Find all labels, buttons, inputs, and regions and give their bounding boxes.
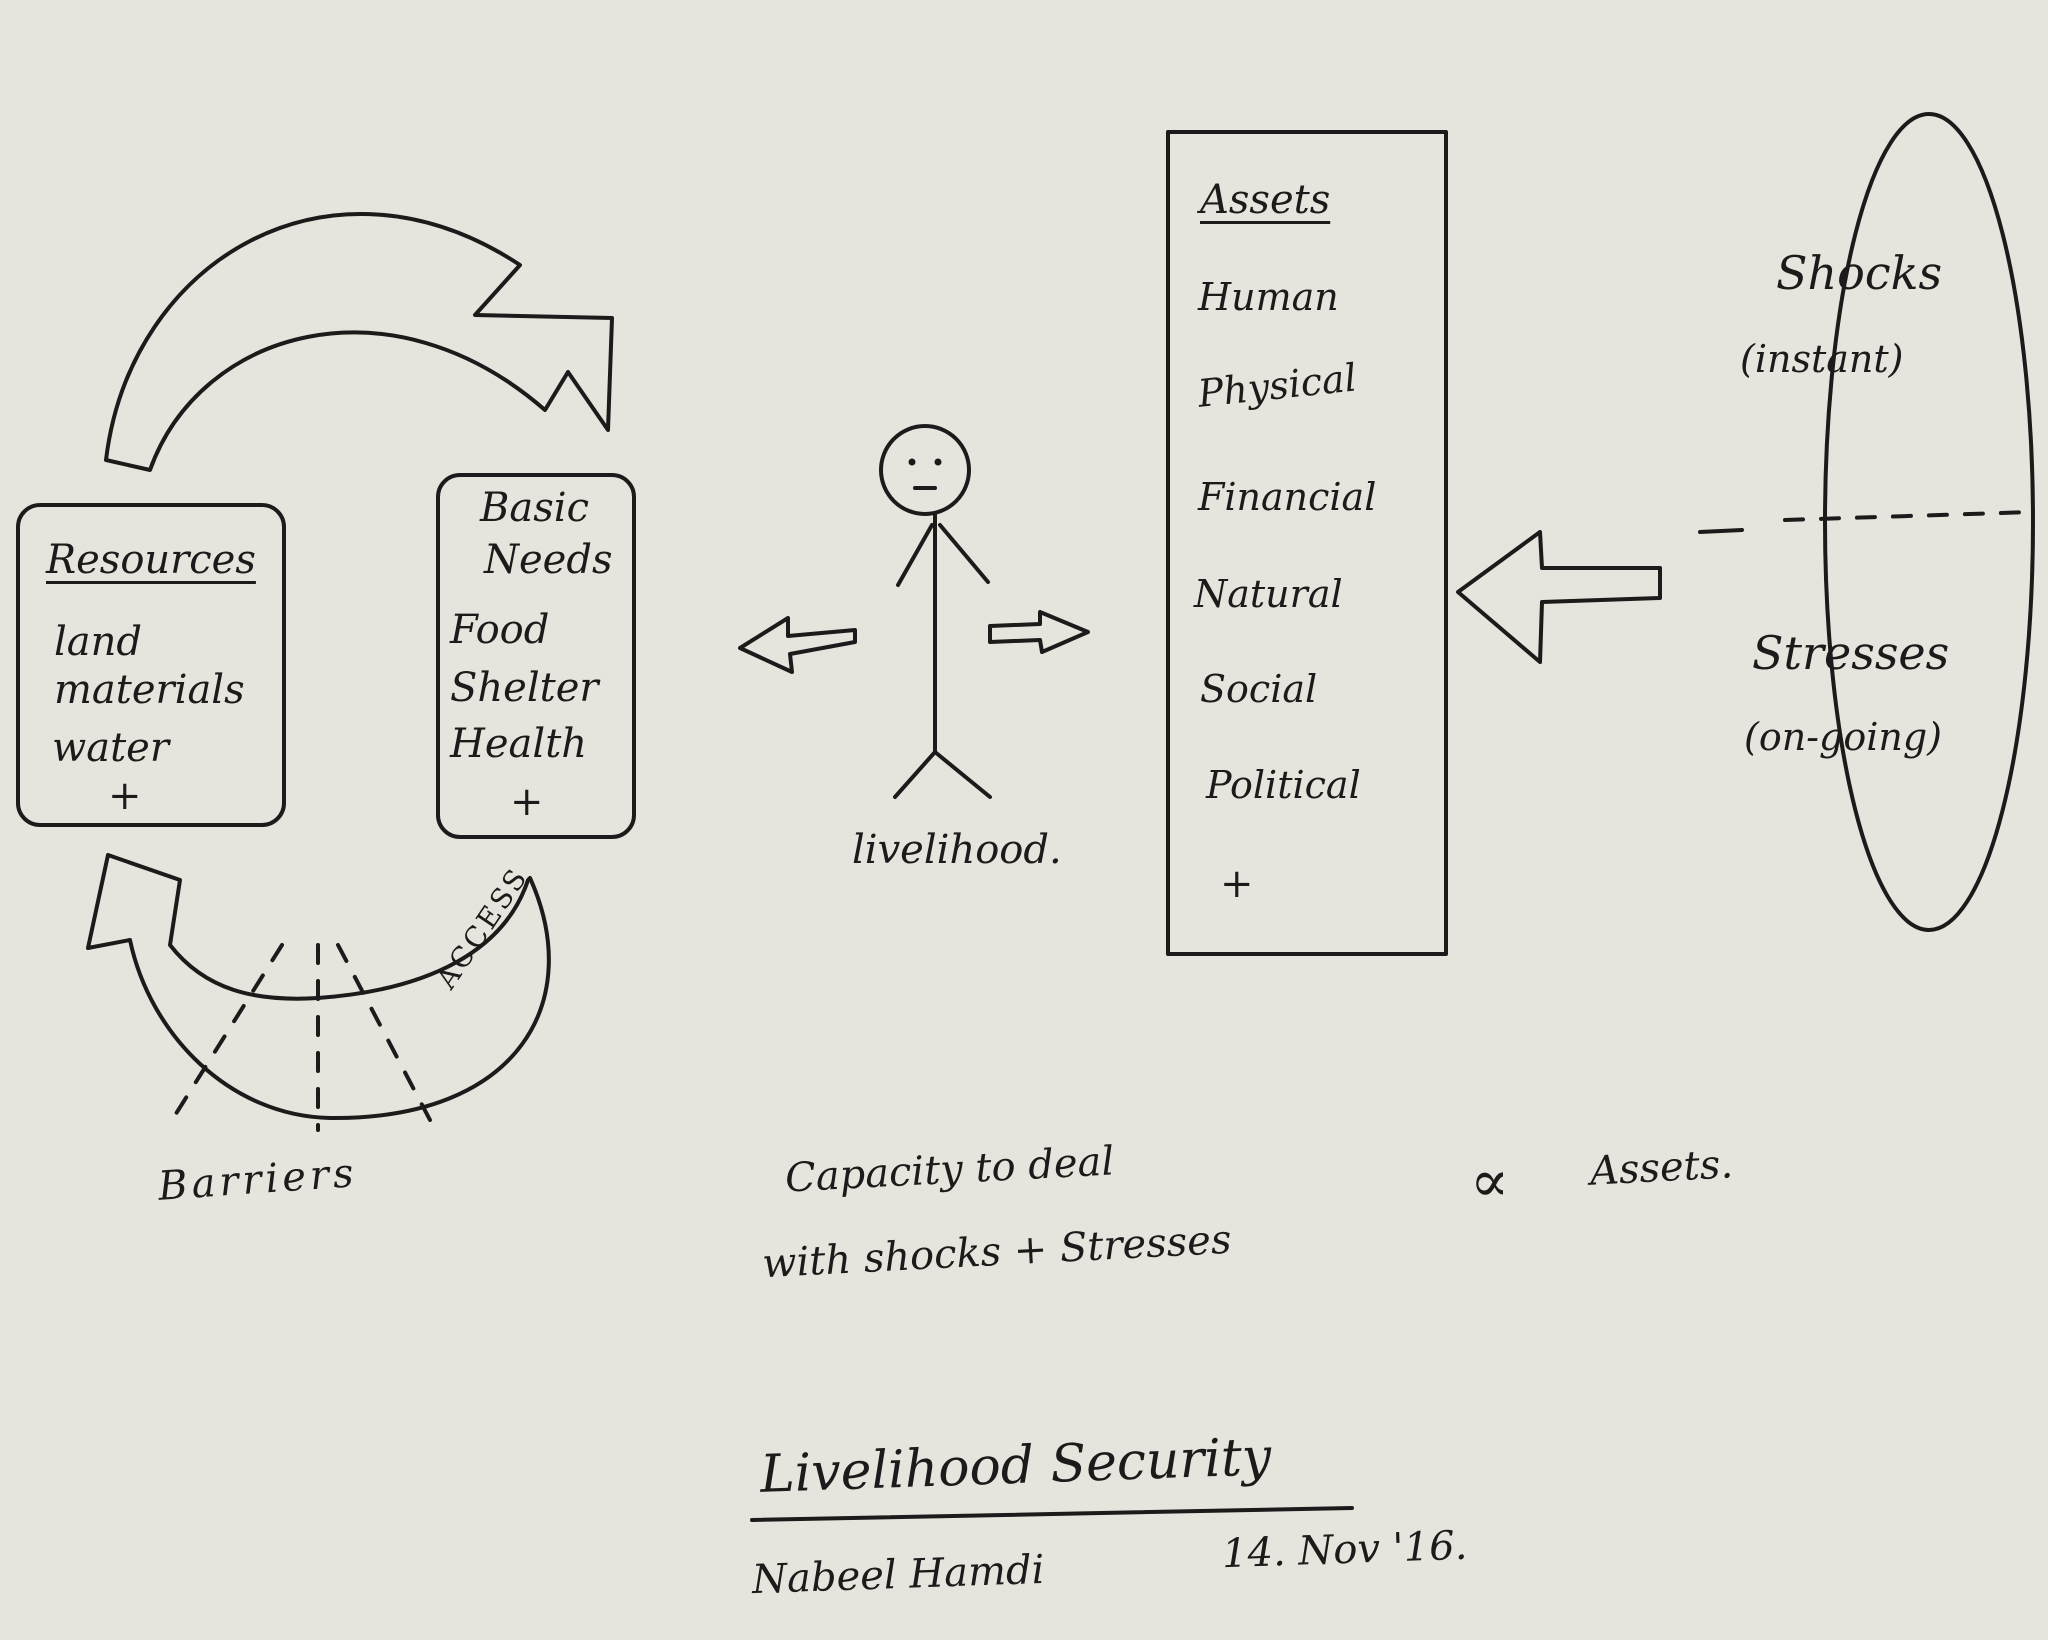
figure-eye-right — [934, 458, 942, 466]
basic-need-item-shelter: Shelter — [450, 665, 599, 711]
figure-arm-right — [938, 523, 990, 584]
barrier-line-3 — [336, 943, 432, 1122]
stresses-label: Stresses — [1752, 626, 1950, 680]
asset-item-social: Social — [1200, 667, 1318, 711]
asset-item-natural: Natural — [1194, 572, 1343, 616]
shocks-label: Shocks — [1776, 246, 1943, 300]
figure-leg-left — [893, 750, 937, 799]
shocks-note: (instant) — [1740, 337, 1904, 381]
asset-item-human: Human — [1198, 275, 1339, 319]
assets-plus: + — [1220, 861, 1254, 907]
top-curved-arrow — [104, 212, 614, 472]
basic-needs-title-line1: Basic — [480, 485, 589, 531]
figure-eye-left — [908, 458, 916, 466]
figure-head — [879, 424, 971, 516]
asset-item-political: Political — [1206, 763, 1361, 807]
basic-need-item-food: Food — [450, 607, 550, 653]
oval-divider — [1783, 510, 2034, 522]
oval-tick — [1698, 528, 1744, 534]
proportional-symbol: ∝ — [1470, 1147, 1510, 1215]
assets-box — [1166, 130, 1448, 956]
figure-arm-left — [896, 523, 934, 587]
assets-title: Assets — [1200, 177, 1331, 223]
resource-item-water: water — [52, 725, 169, 771]
figure-leg-right — [933, 750, 992, 799]
basic-needs-title-line2: Needs — [484, 537, 613, 583]
barrier-line-1 — [170, 943, 284, 1122]
resource-item-materials: materials — [54, 667, 245, 713]
pressures-oval — [1823, 112, 2035, 932]
livelihood-label: livelihood. — [852, 827, 1062, 873]
footer-date: 14. Nov '16. — [1221, 1522, 1469, 1578]
stick-figure — [879, 424, 992, 799]
stresses-note: (on-going) — [1744, 715, 1942, 759]
basic-needs-plus: + — [510, 779, 544, 825]
arrow-left-small — [738, 616, 857, 674]
resources-title: Resources — [46, 537, 256, 583]
access-curved-arrow — [86, 853, 551, 1121]
arrow-into-assets — [1456, 530, 1662, 664]
resources-plus: + — [108, 773, 142, 819]
resource-item-land: land — [54, 619, 143, 665]
basic-need-item-health: Health — [450, 721, 588, 767]
relation-rhs: Assets. — [1588, 1141, 1735, 1195]
footer-underline — [750, 1506, 1354, 1522]
asset-item-financial: Financial — [1198, 475, 1377, 519]
arrow-right-small — [988, 610, 1090, 654]
basic-needs-box — [436, 473, 636, 839]
resources-box — [16, 503, 286, 827]
footer-author: Nabeel Hamdi — [751, 1546, 1046, 1604]
